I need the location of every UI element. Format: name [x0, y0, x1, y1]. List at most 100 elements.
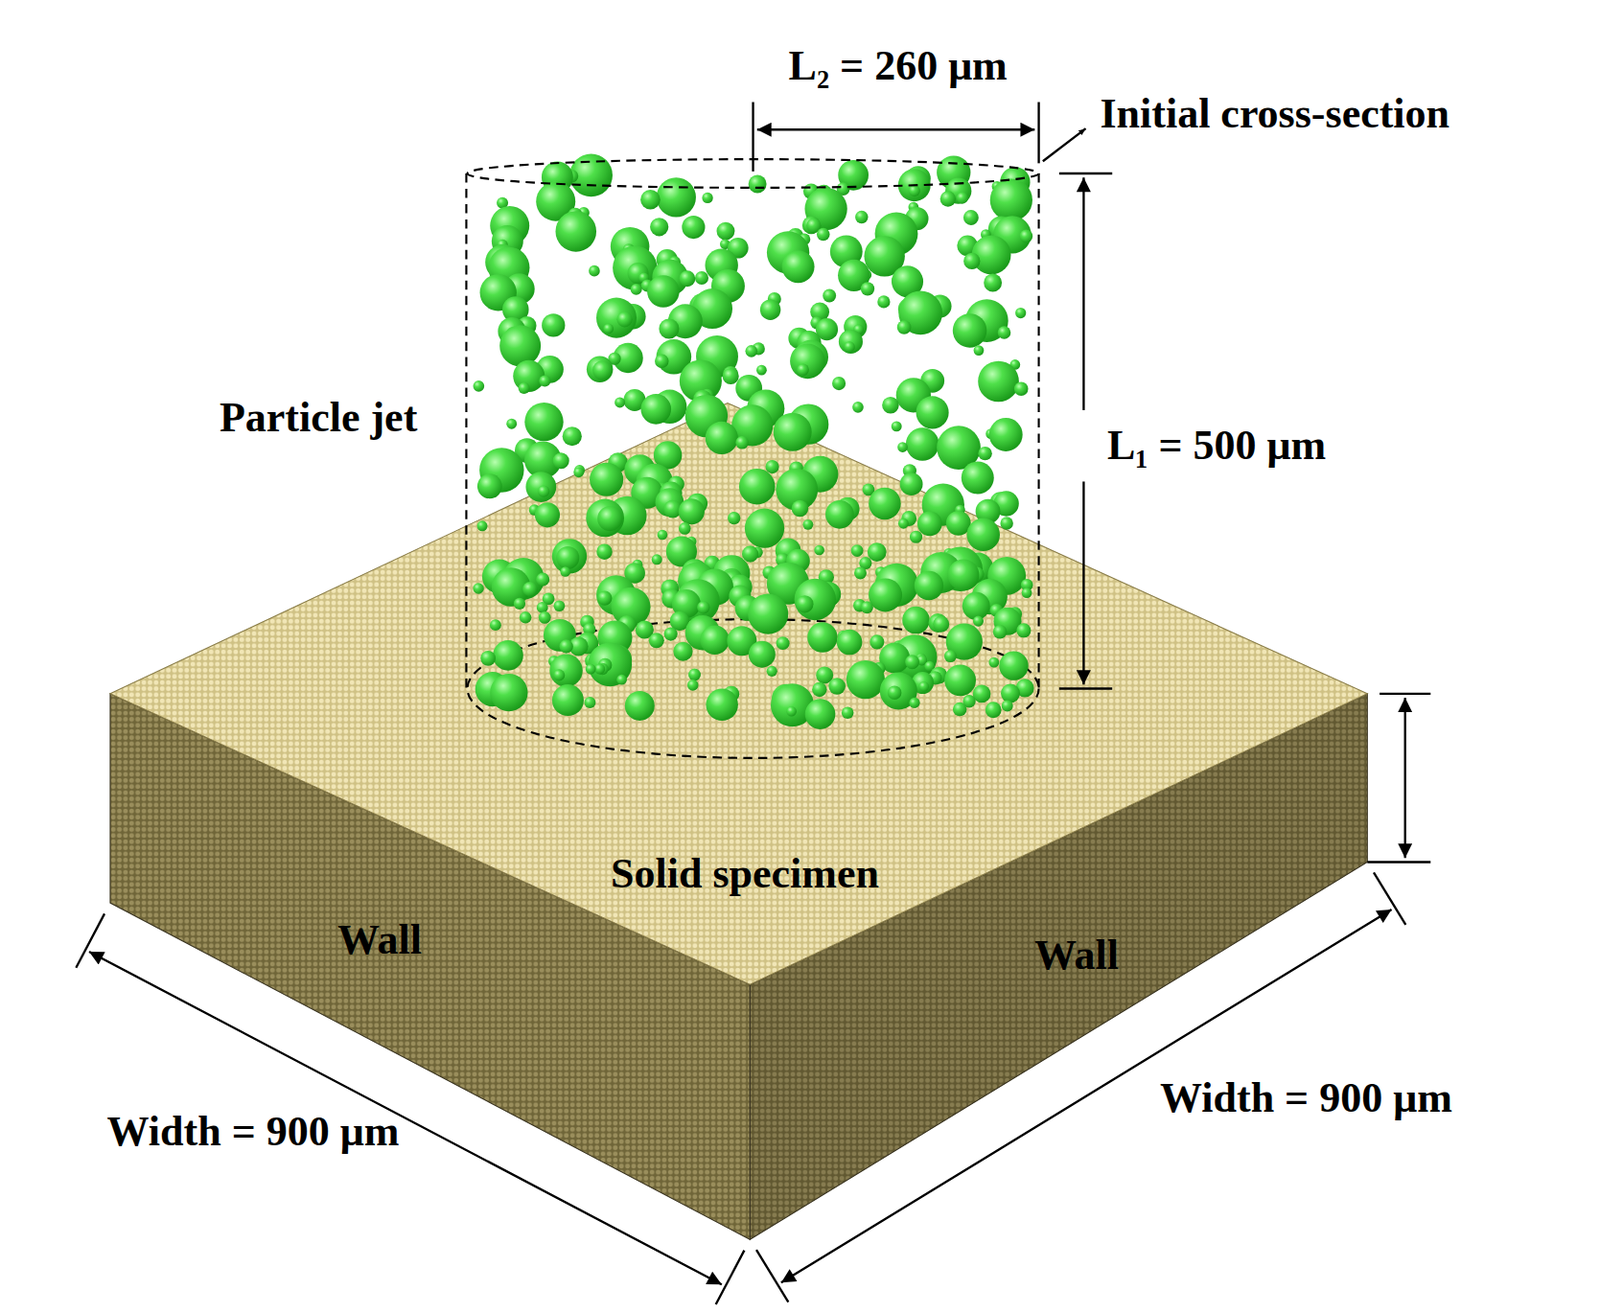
particle	[552, 538, 587, 574]
particle	[843, 341, 855, 352]
particle	[973, 345, 985, 356]
particle	[902, 606, 930, 635]
dimension-arrow	[1082, 177, 1085, 411]
particle	[869, 634, 884, 650]
part-label: Wall	[337, 917, 422, 964]
particle	[916, 395, 950, 429]
dimension-arrow	[1082, 481, 1085, 685]
particle	[616, 674, 627, 686]
dimension-lines	[75, 101, 1431, 1305]
particle	[900, 472, 924, 496]
particle	[554, 600, 566, 612]
particle	[860, 601, 874, 614]
particle	[499, 324, 541, 367]
particle	[789, 343, 826, 379]
particle	[877, 295, 890, 308]
dimension-arrow	[89, 951, 722, 1285]
extension-line	[756, 1250, 789, 1302]
particle	[538, 375, 551, 388]
particle	[589, 463, 624, 497]
particle	[905, 427, 940, 462]
particle	[492, 640, 524, 672]
particle	[867, 542, 887, 562]
extension-line	[1037, 101, 1040, 163]
particle	[773, 413, 812, 452]
dashed-line	[1038, 173, 1041, 690]
particle	[796, 364, 810, 377]
particle	[952, 313, 988, 348]
dimension-label: L₂ = 260 μm	[788, 43, 1008, 90]
particle	[722, 368, 740, 385]
particle	[592, 360, 612, 380]
particle	[860, 281, 875, 296]
extension-line	[716, 1251, 745, 1305]
particle	[841, 707, 855, 720]
particle	[472, 582, 484, 594]
particle	[585, 499, 625, 538]
particle	[766, 666, 778, 677]
particle	[556, 546, 580, 570]
particle	[794, 579, 836, 621]
annotation-label: Initial cross-section	[1099, 91, 1450, 138]
particle	[640, 394, 672, 425]
particle-jet	[472, 153, 1034, 729]
particle	[898, 518, 909, 530]
particle	[559, 566, 571, 578]
particle	[630, 283, 643, 296]
particle	[904, 654, 920, 670]
particle	[952, 702, 967, 717]
particle	[687, 679, 699, 692]
particle	[983, 274, 1002, 293]
dimension-label: Width = 900 μm	[107, 1109, 400, 1156]
particle	[657, 530, 669, 541]
particle	[776, 636, 790, 650]
particle	[519, 611, 532, 624]
particle	[998, 650, 1028, 680]
particle	[816, 228, 831, 242]
particle	[553, 452, 570, 469]
particle	[993, 625, 1008, 640]
particle	[961, 462, 995, 495]
particle	[1016, 623, 1031, 638]
particle	[649, 217, 669, 236]
particle	[822, 289, 836, 303]
particle	[977, 446, 992, 461]
extension-line	[1059, 172, 1113, 175]
particle	[616, 311, 632, 327]
particle	[640, 189, 661, 210]
particle	[583, 696, 596, 709]
particle	[972, 234, 1012, 275]
particle	[881, 396, 900, 415]
particle	[739, 468, 776, 506]
particle	[597, 506, 623, 532]
particle	[688, 669, 701, 682]
particle	[656, 177, 696, 217]
particle	[795, 595, 813, 613]
extension-line	[1367, 860, 1431, 863]
dashed-ellipse	[467, 619, 1040, 759]
particle	[977, 361, 1020, 403]
particle	[744, 345, 758, 358]
particle	[805, 698, 836, 730]
particle	[897, 441, 908, 453]
particle	[654, 354, 670, 370]
particle	[748, 175, 767, 194]
particle	[940, 190, 956, 207]
particle	[705, 421, 739, 455]
particle	[506, 418, 517, 430]
particle	[513, 598, 526, 610]
particle	[480, 650, 496, 667]
particle	[756, 365, 767, 376]
particle	[552, 684, 584, 717]
particle	[989, 417, 1023, 452]
dimension-label: L₁ = 500 μm	[1107, 422, 1326, 469]
particle	[909, 531, 923, 544]
particle	[602, 324, 614, 335]
particle	[538, 611, 552, 625]
particle	[990, 179, 1033, 222]
particle	[932, 616, 950, 633]
particle	[664, 627, 678, 642]
particle	[558, 639, 573, 653]
dimension-arrow	[757, 128, 1036, 131]
particle	[854, 566, 867, 580]
